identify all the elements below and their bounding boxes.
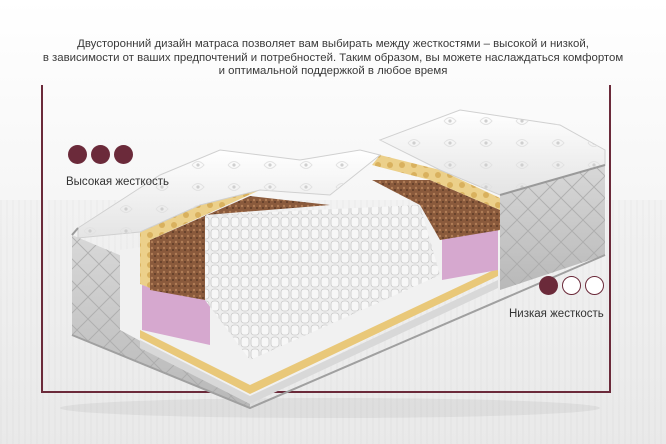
firmness-dot-filled <box>68 145 87 164</box>
high-firmness-legend: Высокая жесткость <box>66 145 169 188</box>
low-firmness-legend: Низкая жесткость <box>509 276 604 320</box>
description-line-1: Двусторонний дизайн матраса позволяет ва… <box>77 38 589 50</box>
high-firmness-label: Высокая жесткость <box>66 176 169 188</box>
high-firmness-dots <box>68 145 169 164</box>
low-firmness-dots <box>535 276 604 295</box>
firmness-dot-empty <box>561 276 581 295</box>
accent-frame <box>41 85 611 393</box>
low-firmness-label: Низкая жесткость <box>509 308 604 320</box>
firmness-dot-filled <box>114 145 133 164</box>
description-line-2: в зависимости от ваших предпочтений и по… <box>42 51 624 64</box>
description-line-3: и оптимальной поддержкой в любое время <box>218 65 448 77</box>
description-text: Двусторонний дизайн матраса позволяет ва… <box>0 38 666 79</box>
firmness-dot-filled <box>538 276 558 295</box>
firmness-dot-empty <box>584 276 604 295</box>
firmness-dot-filled <box>91 145 110 164</box>
